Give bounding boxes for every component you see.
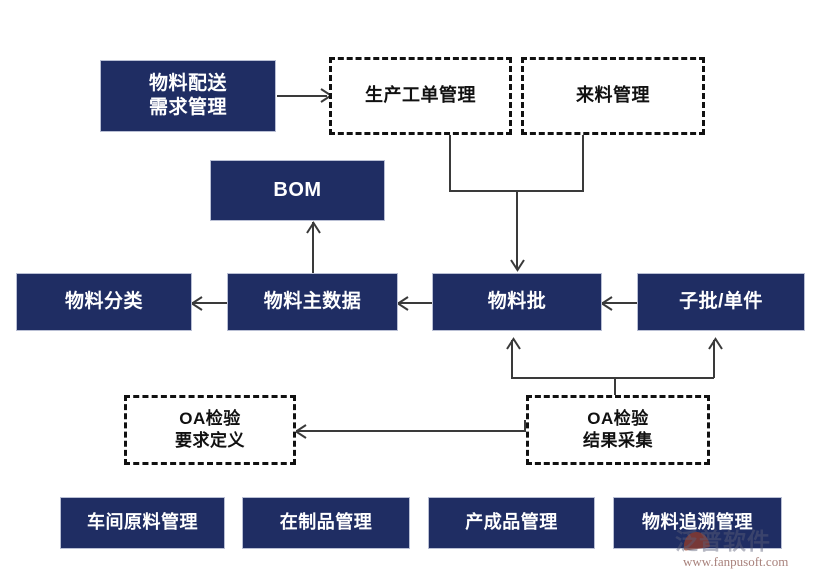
node-material-batch[interactable]: 物料批 <box>432 273 602 331</box>
edge-workorder-down-stub <box>449 131 451 191</box>
edge-oaresult-to-oarequirement-arrowhead <box>294 424 307 439</box>
node-finished-goods[interactable]: 产成品管理 <box>428 497 595 549</box>
watermark-url-text: www.fanpusoft.com <box>683 554 789 569</box>
node-production-work-order[interactable]: 生产工单管理 <box>329 57 512 135</box>
node-label: 物料配送 需求管理 <box>148 72 227 118</box>
edge-oaresult-to-subbatch-line <box>713 340 715 378</box>
edge-oaresult-to-subbatch-arrowhead <box>708 337 723 350</box>
node-label: 产成品管理 <box>465 512 558 533</box>
node-workshop-raw-material[interactable]: 车间原料管理 <box>60 497 225 549</box>
edge-topjoin-arrowhead <box>510 259 525 272</box>
node-label: 子批/单件 <box>679 290 763 312</box>
edge-batch-to-masterdata-arrowhead <box>396 296 409 311</box>
node-label: 在制品管理 <box>279 512 373 533</box>
edge-masterdata-to-classification-line <box>192 302 228 304</box>
node-label: 来料管理 <box>576 85 650 106</box>
edge-batch-to-masterdata-line <box>398 302 433 304</box>
edge-masterdata-to-bom-line <box>312 222 314 280</box>
edge-subbatch-to-batch-arrowhead <box>600 296 613 311</box>
node-label: OA检验 结果采集 <box>583 409 653 450</box>
edge-oaresult-split-bar <box>511 377 714 379</box>
node-wip-management[interactable]: 在制品管理 <box>242 497 410 549</box>
node-material-traceability[interactable]: 物料追溯管理 <box>613 497 782 549</box>
node-material-master-data[interactable]: 物料主数据 <box>227 273 398 331</box>
node-label: 车间原料管理 <box>87 512 198 533</box>
node-oa-inspection-requirement[interactable]: OA检验 要求定义 <box>124 395 296 465</box>
edge-delivery-to-workorder-line <box>277 95 327 97</box>
edge-oaresult-to-oarequirement-line <box>296 430 526 432</box>
node-incoming-material[interactable]: 来料管理 <box>521 57 705 135</box>
node-oa-inspection-result[interactable]: OA检验 结果采集 <box>526 395 710 465</box>
node-label: 生产工单管理 <box>365 85 476 106</box>
node-material-delivery-demand[interactable]: 物料配送 需求管理 <box>100 60 276 132</box>
node-label: OA检验 要求定义 <box>175 409 245 450</box>
node-label: 物料追溯管理 <box>642 512 753 533</box>
node-label: 物料批 <box>487 290 547 312</box>
edge-subbatch-to-batch-line <box>602 302 638 304</box>
node-label: 物料主数据 <box>263 290 362 312</box>
edge-masterdata-to-classification-arrowhead <box>190 296 203 311</box>
edge-oaresult-to-batch-line <box>511 340 513 378</box>
node-label: 物料分类 <box>64 290 143 312</box>
node-material-classification[interactable]: 物料分类 <box>16 273 192 331</box>
node-sub-batch-single-piece[interactable]: 子批/单件 <box>637 273 805 331</box>
edge-incoming-down-stub <box>582 131 584 191</box>
edge-oaresult-up-trunk <box>614 378 616 406</box>
edge-topjoin-trunk <box>516 190 518 268</box>
edge-masterdata-to-bom-arrowhead <box>306 221 321 234</box>
edge-oaresult-to-batch-arrowhead <box>506 337 521 350</box>
node-label: BOM <box>273 178 322 201</box>
edge-oaresult-left-stub <box>524 420 526 432</box>
node-bom[interactable]: BOM <box>210 160 385 221</box>
